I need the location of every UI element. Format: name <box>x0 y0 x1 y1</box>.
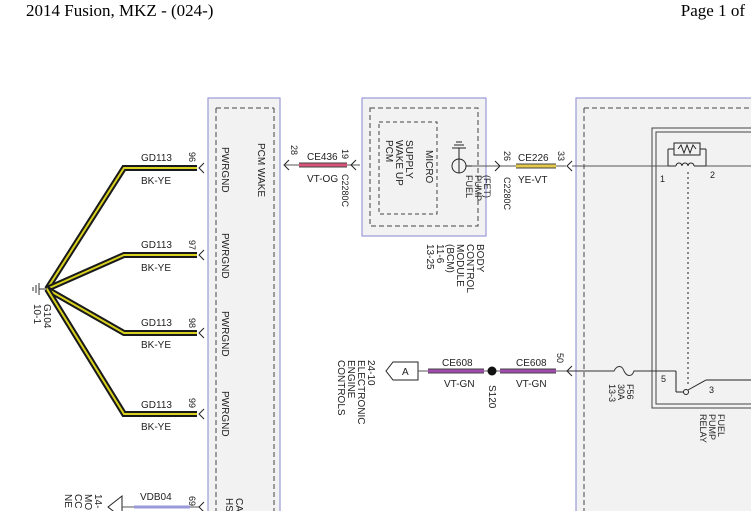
ground-wire-1 <box>44 165 197 291</box>
ground-wire-1-circuit: GD113 <box>141 153 172 164</box>
fet-label-2: PUMP <box>473 175 483 201</box>
ce226-color: YE-VT <box>518 175 547 186</box>
ec-label-2: ENGINE <box>345 360 356 399</box>
fuse-page-ref: 13-3 <box>607 384 617 402</box>
ground-wire-1-pin: 96 <box>187 152 197 162</box>
relay-terminal-1: 1 <box>660 174 665 184</box>
ce226-circuit: CE226 <box>518 153 549 164</box>
pcm-pin-96-label: PWRGND <box>219 147 230 193</box>
splice-label: S120 <box>486 385 497 409</box>
ground-wire-2 <box>45 252 197 292</box>
relaybox-ce608-pin: 50 <box>555 353 565 363</box>
bcm-supply-label-1: PCM <box>383 140 394 162</box>
ground-wire-3-pin: 98 <box>187 318 197 328</box>
pcm-wake-pin: 28 <box>289 145 299 155</box>
fet-label-3: (FET) <box>482 175 492 198</box>
ce436-circuit: CE436 <box>307 152 338 163</box>
relay-name-2: PUMP <box>707 414 717 440</box>
ground-wire-2-color: BK-YE <box>141 263 171 274</box>
pcm-pin-98-label: PWRGND <box>219 311 230 357</box>
ce608-left-circuit: CE608 <box>442 358 473 369</box>
relay-terminal-3: 3 <box>709 385 714 395</box>
fet-label-1: FUEL <box>464 175 474 198</box>
ground-wire-4-color: BK-YE <box>141 422 171 433</box>
bottom-left-text-1: MO <box>82 494 93 510</box>
ce436-right-pin: 19 <box>340 149 350 159</box>
bcm-supply-block <box>378 121 438 215</box>
bcm-left-connector: C2280C <box>340 174 350 208</box>
ec-connector-letter: A <box>402 367 409 378</box>
vdb04-pin: 69 <box>187 496 197 506</box>
relay-box-inner-boundary <box>583 107 751 511</box>
relaybox-fuel-pin: 33 <box>556 151 566 161</box>
relay-name-1: FUEL <box>716 414 726 437</box>
bcm-supply-label-3: SUPPLY <box>403 140 414 179</box>
relay-terminal-5: 5 <box>661 374 666 384</box>
fuse-f56 <box>566 366 676 376</box>
bottom-left-ref: 14- <box>92 494 103 508</box>
fet-symbol <box>451 141 472 174</box>
bcm-name-4: (BCM) <box>444 244 455 273</box>
ground-wire-4 <box>44 287 197 417</box>
ground-wire-4-pin: 99 <box>187 398 197 408</box>
bcm-wake-terminal <box>350 159 357 171</box>
bcm-module-box <box>361 97 487 237</box>
fuel-pump-relay-outer <box>651 127 751 409</box>
fuse-rating: 30A <box>616 384 626 400</box>
pcm-hs-label: HS <box>223 498 234 511</box>
bottom-left-text-3: NE <box>62 494 73 508</box>
ec-page-ref: 24-10 <box>365 360 376 386</box>
page-header-title: 2014 Fusion, MKZ - (024-) <box>26 1 214 20</box>
pcm-pin-97-label: PWRGND <box>219 233 230 279</box>
relay-terminal-2: 2 <box>710 170 715 180</box>
bcm-supply-label-2: WAKE UP <box>393 140 404 186</box>
ground-ref: G104 <box>41 304 52 329</box>
ground-page-ref: 10-1 <box>31 304 42 324</box>
ground-symbol <box>32 283 48 295</box>
page-number: Page 1 of <box>680 1 745 20</box>
vdb04-terminal <box>198 501 205 511</box>
pcm-pin-99-label: PWRGND <box>219 391 230 437</box>
fuel-pump-relay-inner <box>655 131 751 405</box>
ground-wire-3-circuit: GD113 <box>141 318 172 329</box>
relay-coil <box>667 142 707 384</box>
ce608-right-circuit: CE608 <box>516 358 547 369</box>
bcm-name-5: 11-6 <box>434 244 445 264</box>
bcm-name-2: CONTROL <box>464 244 475 293</box>
ec-label-1: ELECTRONIC <box>355 360 366 424</box>
ground-wire-3 <box>45 286 197 336</box>
pcm-ground-terminals <box>198 162 205 420</box>
pcm-module-box <box>207 97 281 511</box>
ce608-right-color: VT-GN <box>516 379 547 390</box>
bcm-micro-label: MICRO <box>423 150 434 184</box>
bottom-connector-symbol <box>107 494 123 511</box>
relaybox-fuel-terminal <box>566 160 573 172</box>
bottom-left-text-2: CC <box>72 494 83 508</box>
pcm-inner-boundary <box>215 107 275 511</box>
ce608-left-color: VT-GN <box>444 379 475 390</box>
pcm-wake-label: PCM WAKE <box>255 143 266 197</box>
relay-box-module <box>575 97 751 511</box>
ground-wire-4-circuit: GD113 <box>141 400 172 411</box>
ground-wire-1-color: BK-YE <box>141 176 171 187</box>
vdb04-circuit: VDB04 <box>140 492 172 503</box>
fuse-id: F56 <box>625 384 635 400</box>
bcm-fuel-pin: 26 <box>502 151 512 161</box>
ground-wire-3-color: BK-YE <box>141 340 171 351</box>
relay-name-3: RELAY <box>698 414 708 443</box>
splice-s120 <box>487 366 497 376</box>
bcm-name-3: MODULE <box>454 244 465 287</box>
bcm-name-6: 13-25 <box>424 244 435 270</box>
relay-switch <box>675 371 751 395</box>
bcm-right-connector: C2280C <box>502 177 512 211</box>
pcm-ca-label: CA <box>233 498 244 511</box>
ce436-color: VT-OG <box>307 174 338 185</box>
bcm-name-1: BODY <box>474 244 485 273</box>
ground-wire-2-pin: 97 <box>187 240 197 250</box>
bcm-inner-boundary <box>369 107 479 227</box>
ec-label-3: CONTROLS <box>335 360 346 416</box>
ground-wire-2-circuit: GD113 <box>141 240 172 251</box>
